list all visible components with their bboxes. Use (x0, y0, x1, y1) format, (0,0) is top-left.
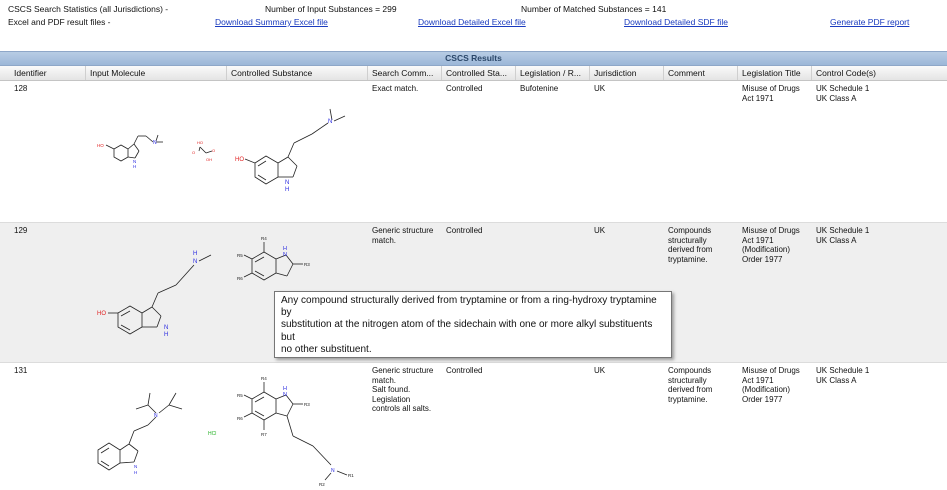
result-files-label: Excel and PDF result files - (8, 17, 111, 27)
column-header-control-codes[interactable]: Control Code(s) (816, 68, 876, 78)
cell-control-codes: UK Schedule 1 UK Class A (816, 226, 870, 245)
cell-comment: Compounds structurally derived from tryp… (668, 366, 713, 404)
cell-search-comment: Exact match. (372, 84, 419, 93)
input-molecule-structure: HO H N N H (86, 223, 227, 362)
indole-nitrogen-label: N (164, 325, 168, 331)
column-header-legislation[interactable]: Legislation / R... (516, 66, 590, 80)
hydroxyl-label: HO (97, 143, 104, 148)
hydroxyl-label: HO (97, 311, 106, 317)
r5-label: R5 (237, 253, 243, 258)
nitrogen-label: N (331, 468, 335, 474)
oxalate-ho-label: HO (197, 140, 203, 145)
column-header-input-molecule[interactable]: Input Molecule (86, 66, 227, 80)
column-header-legislation-title[interactable]: Legislation Title (738, 66, 812, 80)
column-header-controlled-substance[interactable]: Controlled Substance (227, 66, 368, 80)
indole-hydrogen-label: H (164, 332, 168, 338)
results-title-bar: CSCS Results (0, 51, 947, 66)
r6-label: R6 (237, 276, 243, 281)
nitrogen-label: N (153, 140, 157, 146)
cell-search-comment: Generic structure match. Salt found. Leg… (372, 366, 434, 414)
column-header-search-comment[interactable]: Search Comm... (368, 66, 442, 80)
oxalate-o2-label: O (212, 148, 215, 153)
generate-pdf-report-link[interactable]: Generate PDF report (830, 17, 910, 27)
nitrogen-label: N (328, 119, 332, 125)
r1-label: R1 (348, 473, 354, 478)
cell-controlled-status: Controlled (446, 226, 483, 235)
r5-label: R5 (237, 393, 243, 398)
r2-label: R2 (319, 482, 325, 487)
indole-hydrogen-label: H (283, 246, 287, 252)
cell-legislation-title: Misuse of Drugs Act 1971 (Modification) … (742, 226, 800, 264)
hydroxyl-label: HO (235, 157, 244, 163)
column-header-identifier[interactable]: Identifier (10, 66, 86, 80)
cell-jurisdiction: UK (594, 366, 606, 375)
cell-control-codes: UK Schedule 1 UK Class A (816, 84, 870, 103)
indole-hydrogen-label: H (283, 386, 287, 392)
cell-jurisdiction: UK (594, 226, 606, 235)
cell-comment: Compounds structurally derived from tryp… (668, 226, 713, 264)
indole-nitrogen-label: N (133, 159, 136, 164)
cell-control-codes: UK Schedule 1 UK Class A (816, 366, 870, 385)
indole-hydrogen-label: H (285, 187, 289, 193)
statistics-bar: CSCS Search Statistics (all Jurisdiction… (0, 0, 947, 48)
input-molecule-structure: HO N N H HO O O OH (86, 81, 227, 222)
r3-label: R3 (304, 402, 310, 407)
r4-label: R4 (261, 376, 267, 381)
input-molecule-structure: N N H HCl (86, 363, 227, 488)
column-header-controlled-status[interactable]: Controlled Sta... (442, 66, 516, 80)
cell-controlled-status: Controlled (446, 366, 483, 375)
amine-hydrogen-label: H (193, 251, 197, 257)
cell-legislation-title: Misuse of Drugs Act 1971 (742, 84, 800, 103)
controlled-substance-structure: HO N N H (227, 81, 368, 222)
cell-jurisdiction: UK (594, 84, 606, 93)
cell-identifier: 128 (14, 84, 28, 93)
hydrochloride-label: HCl (208, 431, 216, 437)
structure-definition-tooltip: Any compound structurally derived from t… (274, 291, 672, 358)
r4-label: R4 (261, 236, 267, 241)
cell-identifier: 129 (14, 226, 28, 235)
indole-nitrogen-label: N (283, 252, 287, 258)
cell-controlled-status: Controlled (446, 84, 483, 93)
indole-nitrogen-label: N (285, 180, 289, 186)
search-statistics-label: CSCS Search Statistics (all Jurisdiction… (8, 4, 169, 14)
download-summary-excel-link[interactable]: Download Summary Excel file (215, 17, 328, 27)
indole-hydrogen-label: H (133, 164, 136, 169)
controlled-substance-structure: R4 R5 R6 R3 H N (227, 223, 368, 362)
download-detailed-excel-link[interactable]: Download Detailed Excel file (418, 17, 526, 27)
r3-label: R3 (304, 262, 310, 267)
r6-label: R6 (237, 416, 243, 421)
indole-nitrogen-label: N (134, 464, 137, 469)
results-table-header: Identifier Input Molecule Controlled Sub… (0, 66, 947, 81)
controlled-substance-structure: R4 R5 R6 R7 R3 H N N R1 R2 (227, 363, 368, 488)
indole-nitrogen-label: N (283, 392, 287, 398)
column-header-jurisdiction[interactable]: Jurisdiction (590, 66, 664, 80)
oxalate-oh-label: OH (206, 157, 212, 162)
column-header-comment[interactable]: Comment (664, 66, 738, 80)
input-substances-count: Number of Input Substances = 299 (265, 4, 397, 14)
nitrogen-label: N (193, 259, 197, 265)
matched-substances-count: Number of Matched Substances = 141 (521, 4, 667, 14)
cell-search-comment: Generic structure match. (372, 226, 434, 245)
table-row[interactable]: 131 Generic structure match. Salt found.… (0, 363, 947, 488)
download-detailed-sdf-link[interactable]: Download Detailed SDF file (624, 17, 728, 27)
cell-legislation-title: Misuse of Drugs Act 1971 (Modification) … (742, 366, 800, 404)
table-row[interactable]: 128 Exact match. Controlled Bufotenine U… (0, 81, 947, 223)
cell-identifier: 131 (14, 366, 28, 375)
cell-legislation: Bufotenine (520, 84, 559, 93)
r7-label: R7 (261, 432, 267, 437)
nitrogen-label: N (154, 413, 158, 419)
indole-hydrogen-label: H (134, 470, 137, 475)
oxalate-o-label: O (192, 150, 195, 155)
